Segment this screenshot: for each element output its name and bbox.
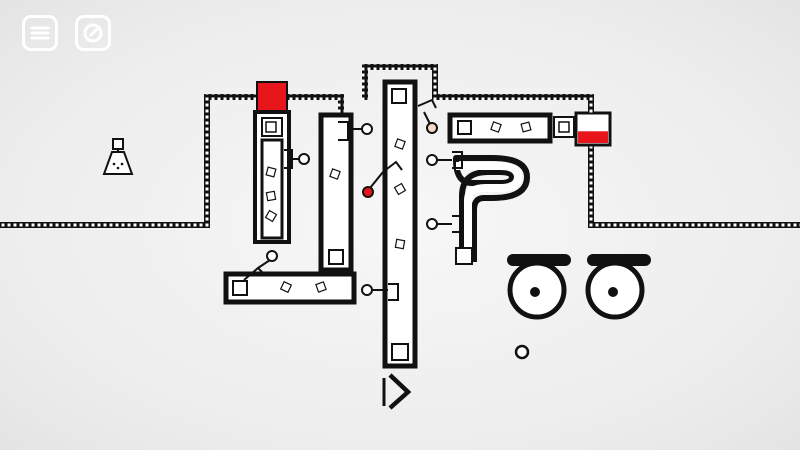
rail-wire (0, 64, 800, 228)
conveyor-left-vertical[interactable] (253, 110, 291, 244)
lever-switch-a[interactable] (284, 149, 310, 169)
lever-switch-g[interactable] (426, 151, 463, 169)
robot-character-icon[interactable] (102, 138, 134, 175)
menu-button[interactable] (22, 15, 58, 51)
hamburger-menu-icon (30, 26, 50, 40)
lever-switch-h[interactable] (426, 215, 463, 233)
lever-switch-f[interactable] (417, 98, 438, 134)
conveyor-bottom-horizontal[interactable] (223, 271, 357, 305)
conveyor-curved-pipe[interactable] (453, 155, 530, 265)
red-tank (574, 111, 612, 147)
eyes-face-icon (507, 254, 651, 320)
play-arrow-icon[interactable] (382, 373, 412, 410)
red-crate[interactable] (256, 81, 288, 113)
restart-button[interactable] (75, 15, 111, 51)
lever-switch-c[interactable] (243, 250, 278, 281)
conveyor-central-tall[interactable] (382, 79, 418, 369)
restart-circle-icon (83, 23, 103, 43)
lever-switch-e[interactable] (361, 283, 399, 301)
lever-switch-b[interactable] (338, 121, 373, 141)
conveyor-top-right[interactable] (447, 112, 575, 144)
conveyor-middle-vertical[interactable] (318, 112, 354, 273)
lever-switch-d[interactable] (362, 160, 403, 198)
small-ring (514, 344, 530, 360)
